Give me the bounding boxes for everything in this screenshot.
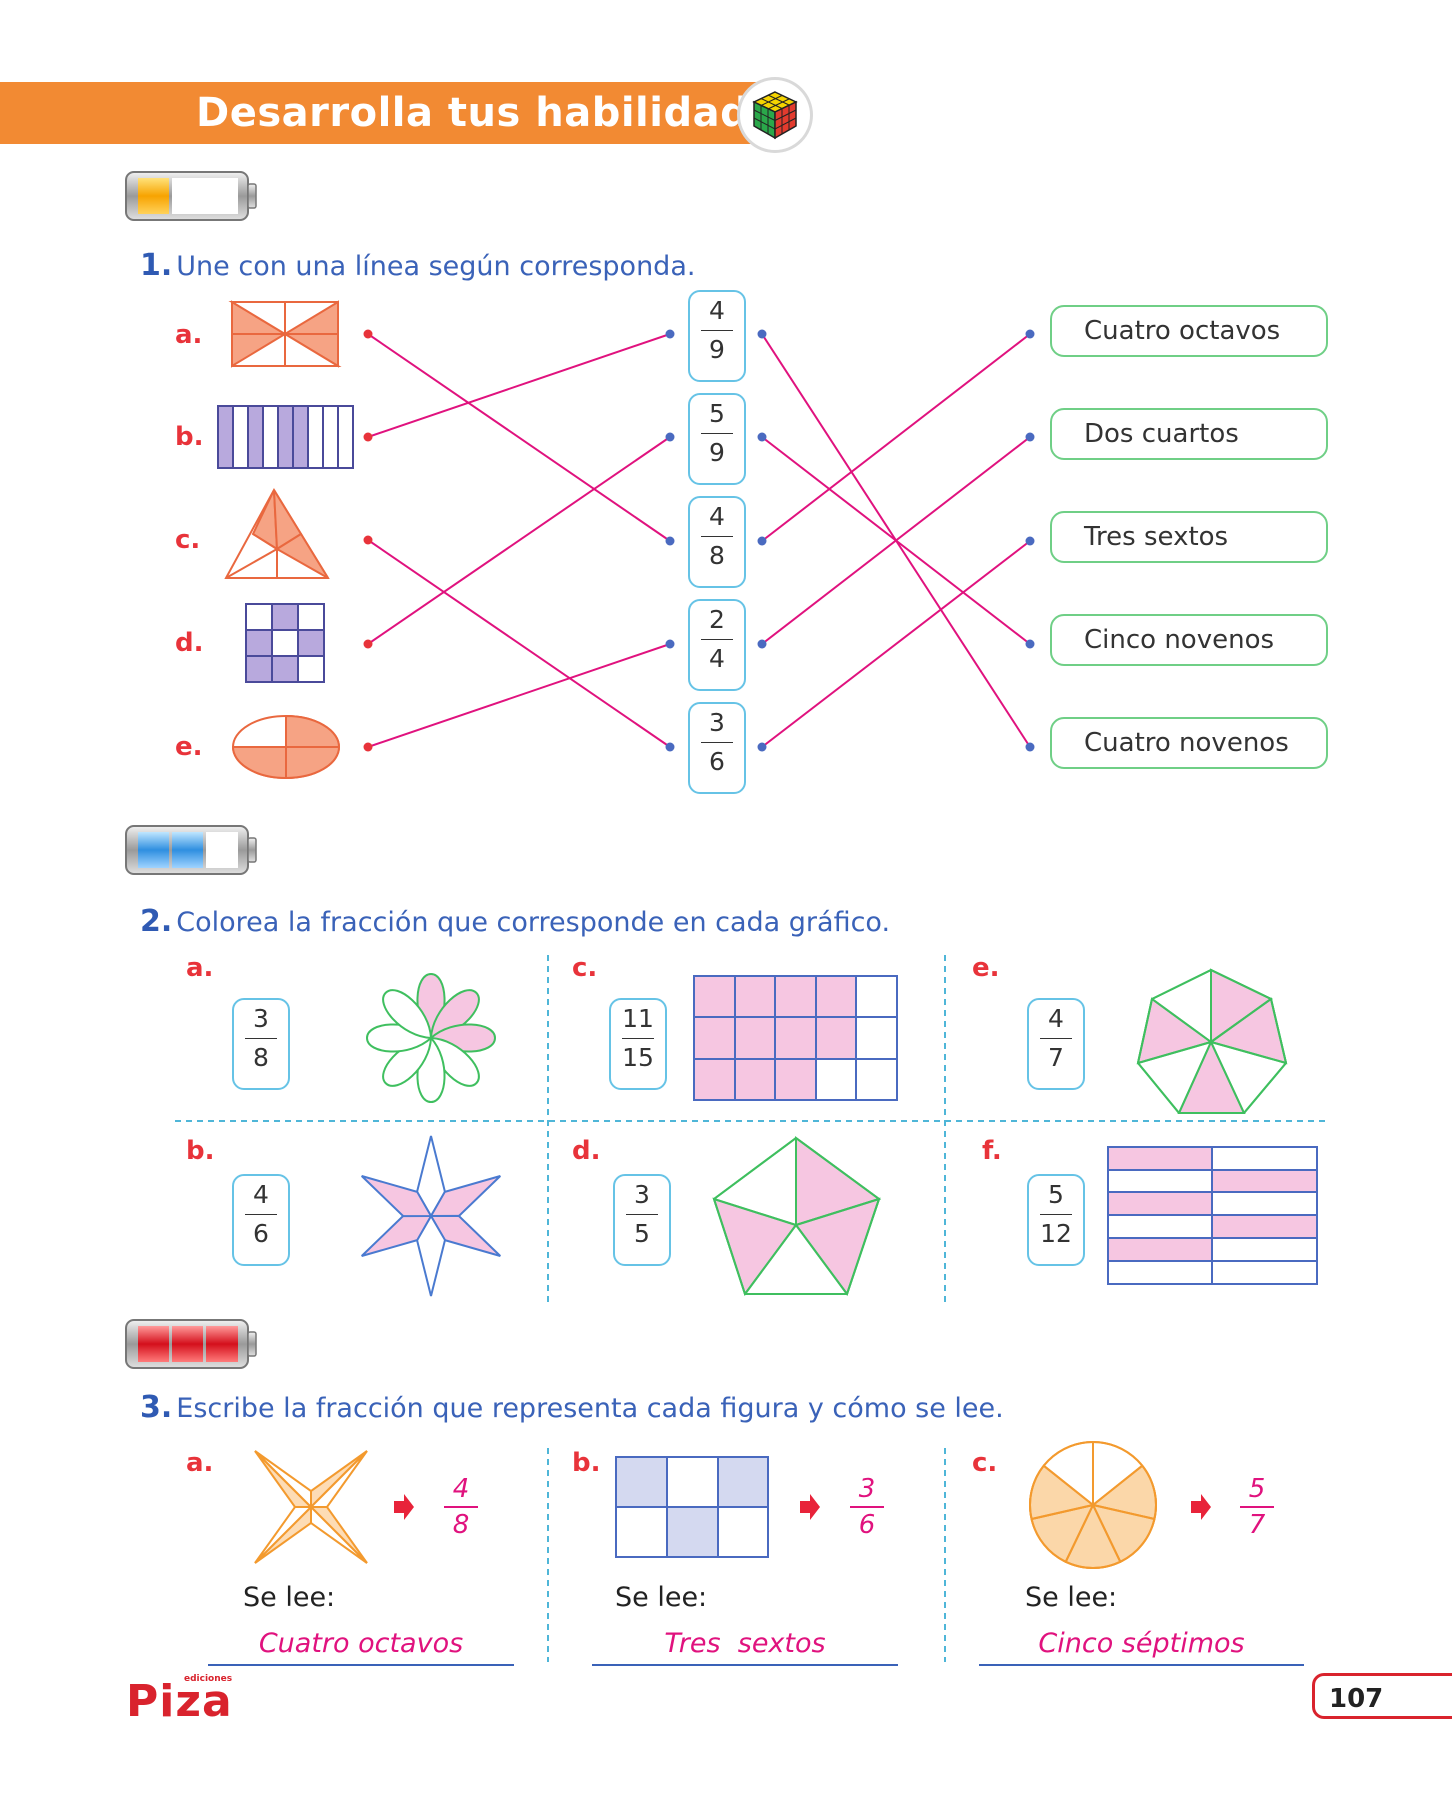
q1-label-c: c.	[175, 525, 201, 555]
line-2-4-to-dos-cuartos	[761, 436, 1031, 645]
q1-number: 1.	[140, 248, 173, 283]
q2-label-c: c.	[572, 953, 598, 983]
q3-answer-c[interactable]: Cinco séptimos	[979, 1628, 1304, 1666]
q1-word-cuatro-novenos[interactable]: Cuatro novenos	[1050, 717, 1328, 769]
q1-figure-c[interactable]	[224, 488, 330, 579]
q1-label-e: e.	[175, 732, 203, 762]
q3-label-a: a.	[186, 1448, 214, 1478]
q1-word-cinco-novenos[interactable]: Cinco novenos	[1050, 614, 1328, 666]
arrow-right-icon	[394, 1494, 1211, 1520]
battery-level-3-icon	[125, 1319, 257, 1369]
q1-label-d: d.	[175, 628, 204, 658]
line-3-6-to-tres-sextos	[761, 540, 1031, 748]
line-a-to-4-8	[367, 333, 671, 542]
q1-text: Une con una línea según corresponda.	[176, 251, 696, 282]
q2-figure-f-grid[interactable]	[1107, 1146, 1318, 1285]
q2-number: 2.	[140, 904, 173, 939]
q2-instruction: 2.Colorea la fracción que corresponde en…	[140, 904, 890, 939]
q1-word-cuatro-octavos[interactable]: Cuatro octavos	[1050, 305, 1328, 357]
line-4-8-to-cuatro-octavos	[761, 333, 1031, 542]
q3-se-lee-a: Se lee:	[243, 1582, 336, 1613]
q2-label-e: e.	[972, 953, 1000, 983]
header-banner	[0, 82, 772, 144]
q3-number: 3.	[140, 1390, 173, 1425]
q1-word-tres-sextos[interactable]: Tres sextos	[1050, 511, 1328, 563]
q2-label-d: d.	[572, 1136, 601, 1166]
page-number: 107	[1312, 1673, 1452, 1719]
q1-figure-e[interactable]	[231, 714, 341, 780]
q3-answer-b[interactable]: Tres sextos	[592, 1628, 898, 1666]
q2-figure-d-pentagon[interactable]	[712, 1136, 882, 1297]
q3-figure-b-grid	[615, 1456, 769, 1558]
q3-figure-c-circle	[1029, 1441, 1157, 1569]
q2-figure-e-heptagon[interactable]	[1136, 968, 1288, 1114]
page-title: Desarrolla tus habilidades	[196, 90, 802, 136]
q1-figure-b[interactable]	[217, 405, 354, 469]
q1-label-a: a.	[175, 320, 203, 350]
line-b-to-4-9	[367, 333, 671, 438]
q1-figure-a[interactable]	[228, 300, 342, 368]
line-d-to-5-9	[367, 436, 671, 645]
q2-figure-b-star[interactable]	[355, 1135, 508, 1297]
battery-level-2-icon	[125, 825, 257, 875]
q2-text: Colorea la fracción que corresponde en c…	[176, 907, 891, 938]
q2-figure-c-grid[interactable]	[693, 975, 898, 1101]
q3-text: Escribe la fracción que representa cada …	[176, 1393, 1004, 1424]
q2-label-a: a.	[186, 953, 214, 983]
q1-connection-lines	[367, 333, 1031, 748]
line-e-to-2-4	[367, 643, 671, 748]
q1-figure-d[interactable]	[245, 603, 325, 683]
q3-figure-a-star	[254, 1450, 368, 1564]
brand-small-text: ediciones	[184, 1674, 233, 1684]
q3-se-lee-c: Se lee:	[1025, 1582, 1118, 1613]
q3-instruction: 3.Escribe la fracción que representa cad…	[140, 1390, 1004, 1425]
line-c-to-3-6	[367, 539, 671, 748]
q1-dots	[363, 329, 1035, 752]
q3-answer-a[interactable]: Cuatro octavos	[208, 1628, 514, 1666]
q2-label-f: f.	[982, 1136, 1002, 1166]
q2-figure-a-flower[interactable]	[365, 972, 497, 1104]
q2-label-b: b.	[186, 1136, 215, 1166]
brand-logo: Piza	[126, 1676, 233, 1727]
q3-label-b: b.	[572, 1448, 601, 1478]
q1-instruction: 1.Une con una línea según corresponda.	[140, 248, 695, 283]
q3-label-c: c.	[972, 1448, 998, 1478]
battery-level-1-icon	[125, 171, 257, 221]
rubiks-cube-icon	[740, 80, 810, 150]
q3-se-lee-b: Se lee:	[615, 1582, 708, 1613]
q1-label-b: b.	[175, 422, 204, 452]
q1-word-dos-cuartos[interactable]: Dos cuartos	[1050, 408, 1328, 460]
